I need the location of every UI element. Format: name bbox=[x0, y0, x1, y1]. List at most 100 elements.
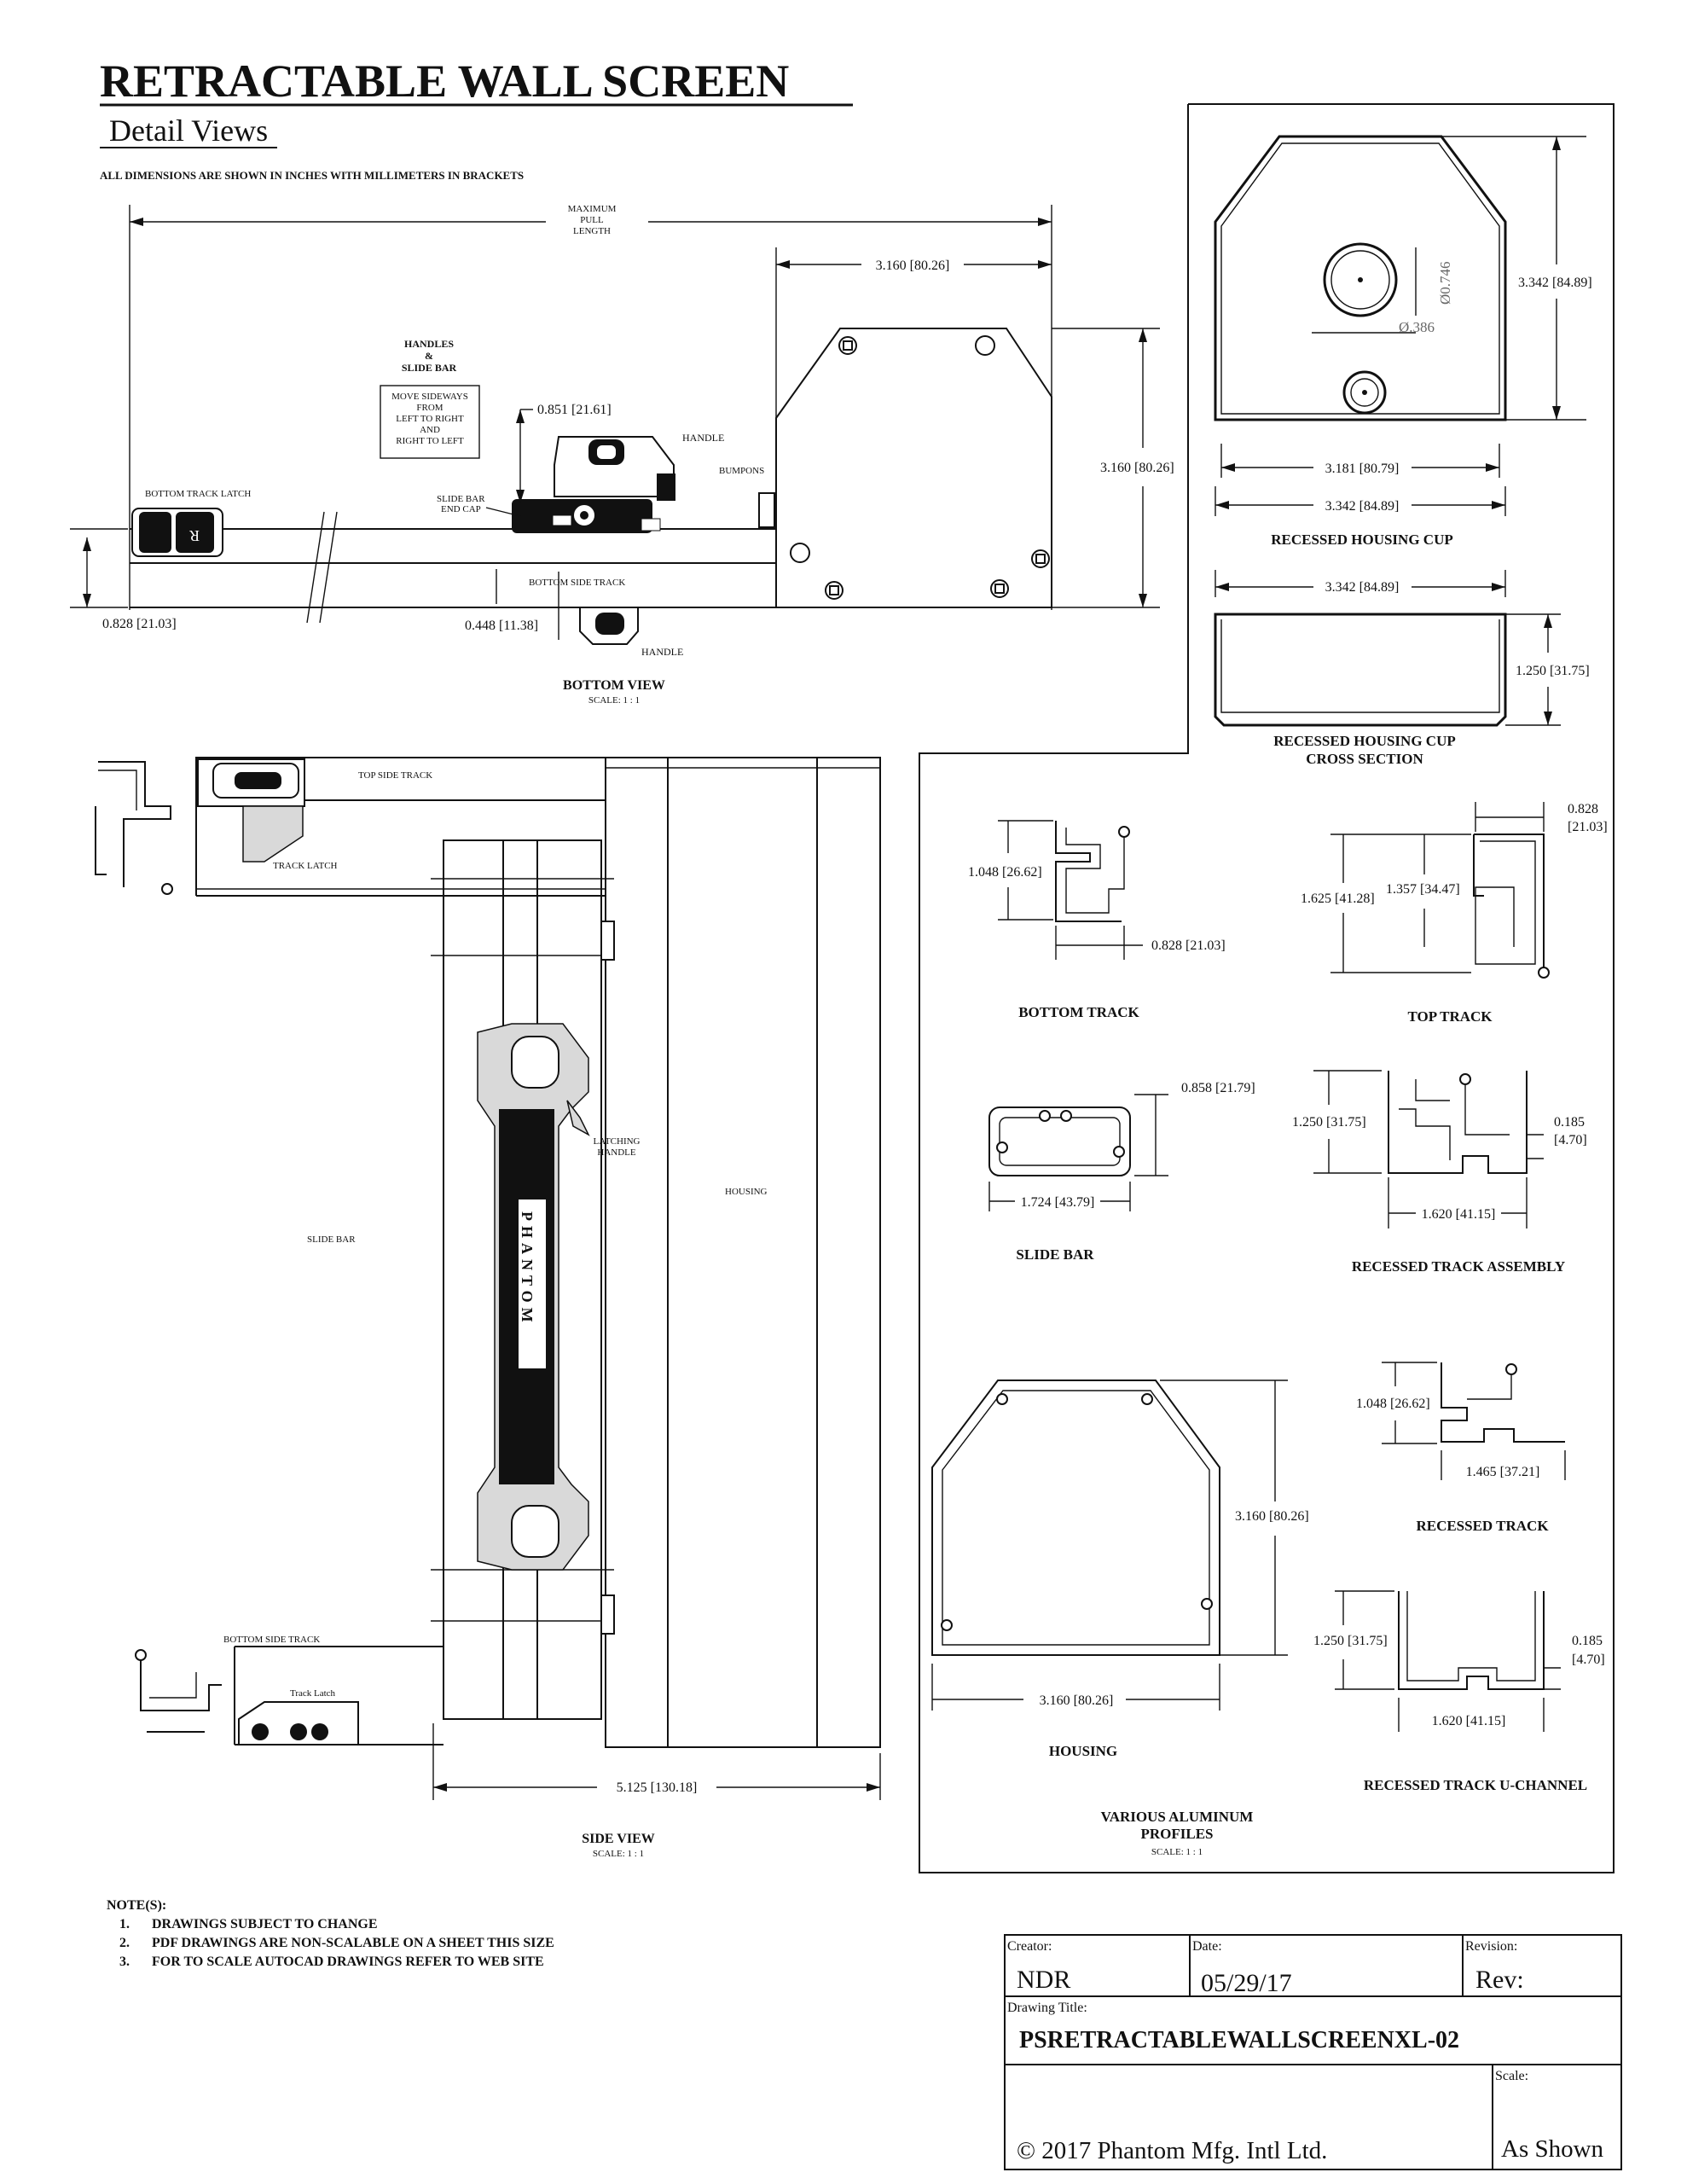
note-2-text: PDF DRAWINGS ARE NON-SCALABLE ON A SHEET… bbox=[152, 1936, 554, 1950]
dim-recessed-track-height: 1.048 [26.62] bbox=[1356, 1397, 1430, 1411]
housing-profile-caption: HOUSING bbox=[1049, 1743, 1117, 1759]
max-pull-label-line3: LENGTH bbox=[573, 226, 611, 236]
note-move-line-4: AND bbox=[420, 425, 440, 435]
date-label: Date: bbox=[1192, 1939, 1222, 1954]
dim-u-channel-width: 1.620 [41.15] bbox=[1432, 1714, 1506, 1728]
label-bottom-side-track: BOTTOM SIDE TRACK bbox=[529, 578, 625, 588]
profiles-caption-1: VARIOUS ALUMINUM bbox=[1101, 1809, 1254, 1825]
revision-label: Revision: bbox=[1465, 1939, 1517, 1954]
dim-cup-inner: 3.181 [80.79] bbox=[1325, 462, 1400, 476]
dim-recessed-assembly-lip: 0.185 bbox=[1554, 1115, 1585, 1130]
scale-value: As Shown bbox=[1501, 2135, 1604, 2163]
note-3-text: FOR TO SCALE AUTOCAD DRAWINGS REFER TO W… bbox=[152, 1955, 544, 1969]
creator-label: Creator: bbox=[1007, 1939, 1052, 1954]
profiles-scale: SCALE: 1 : 1 bbox=[1151, 1847, 1203, 1857]
dim-recessed-track-width: 1.465 [37.21] bbox=[1466, 1465, 1540, 1479]
profiles-panel-border bbox=[919, 103, 1615, 1873]
dim-housing-width-top: 3.160 [80.26] bbox=[876, 258, 950, 273]
note-move-line-3: LEFT TO RIGHT bbox=[396, 414, 464, 424]
label-slide-bar-side: SLIDE BAR bbox=[307, 1234, 356, 1245]
dim-top-track-width-mm: [21.03] bbox=[1568, 820, 1608, 834]
profile-recessed-track-assembly: 1.250 [31.75] 0.185 [4.70] 1.620 [41.15]… bbox=[1292, 1070, 1587, 1275]
label-bumpons: BUMPONS bbox=[719, 466, 764, 476]
dim-slide-bar-width: 1.724 [43.79] bbox=[1021, 1195, 1095, 1210]
dim-section-width: 3.342 [84.89] bbox=[1325, 580, 1400, 595]
note-handles-title-2: & bbox=[425, 350, 433, 362]
note-move-line-1: MOVE SIDEWAYS bbox=[391, 392, 468, 402]
dim-housing-profile-height: 3.160 [80.26] bbox=[1235, 1509, 1309, 1524]
dim-housing-profile-width: 3.160 [80.26] bbox=[1040, 1693, 1114, 1708]
bottom-view-caption: BOTTOM VIEW bbox=[563, 678, 665, 693]
recessed-assembly-caption: RECESSED TRACK ASSEMBLY bbox=[1352, 1258, 1565, 1275]
dim-hole-large: Ø0.746 bbox=[1437, 261, 1453, 305]
note-1-text: DRAWINGS SUBJECT TO CHANGE bbox=[152, 1917, 378, 1931]
drawing-title-value: PSRETRACTABLEWALLSCREENXL-02 bbox=[1019, 2027, 1459, 2053]
label-track-latch-bottom: Track Latch bbox=[290, 1688, 336, 1699]
dim-bottom-track-width: 0.828 [21.03] bbox=[1151, 938, 1226, 953]
dim-cup-height: 3.342 [84.89] bbox=[1518, 276, 1592, 290]
note-move-line-2: FROM bbox=[416, 403, 443, 413]
dim-u-channel-lip-mm: [4.70] bbox=[1572, 1653, 1605, 1667]
dim-recessed-assembly-lip-mm: [4.70] bbox=[1554, 1133, 1587, 1147]
phantom-logo-text: PHANTOM bbox=[519, 1211, 536, 1327]
label-slide-bar-end-cap-1: SLIDE BAR bbox=[437, 494, 485, 504]
note-handles-title-1: HANDLES bbox=[404, 338, 454, 350]
copyright-text: © 2017 Phantom Mfg. Intl Ltd. bbox=[1017, 2137, 1327, 2164]
u-channel-caption: RECESSED TRACK U-CHANNEL bbox=[1364, 1777, 1587, 1793]
dim-bottom-track-height: 1.048 [26.62] bbox=[968, 865, 1042, 880]
side-view-scale: SCALE: 1 : 1 bbox=[593, 1849, 644, 1859]
label-top-side-track: TOP SIDE TRACK bbox=[358, 770, 432, 781]
note-3-number: 3. bbox=[119, 1955, 130, 1969]
dim-u-channel-height: 1.250 [31.75] bbox=[1313, 1634, 1388, 1648]
label-handle-top: HANDLE bbox=[682, 432, 724, 444]
creator-value: NDR bbox=[1017, 1966, 1070, 1994]
cross-section-caption-1: RECESSED HOUSING CUP bbox=[1273, 733, 1456, 749]
note-2-number: 2. bbox=[119, 1936, 130, 1950]
dim-slide-bar-height: 0.858 [21.79] bbox=[1181, 1081, 1255, 1095]
max-pull-label-line1: MAXIMUM bbox=[568, 204, 617, 214]
profiles-caption-2: PROFILES bbox=[1140, 1826, 1213, 1842]
notes: NOTE(S): 1. DRAWINGS SUBJECT TO CHANGE 2… bbox=[107, 1898, 554, 1969]
label-housing-side: HOUSING bbox=[725, 1187, 768, 1197]
dim-handle-depth: 0.448 [11.38] bbox=[465, 619, 538, 633]
label-bottom-side-track-2: BOTTOM SIDE TRACK bbox=[223, 1635, 320, 1645]
cross-section-caption-2: CROSS SECTION bbox=[1306, 751, 1423, 767]
dim-housing-height: 3.160 [80.26] bbox=[1100, 461, 1174, 475]
drawing-title: RETRACTABLE WALL SCREEN bbox=[100, 55, 789, 107]
slide-bar-caption: SLIDE BAR bbox=[1016, 1246, 1094, 1263]
svg-text:R: R bbox=[189, 527, 200, 544]
note-move-line-5: RIGHT TO LEFT bbox=[396, 436, 464, 446]
profile-recessed-u-channel: 1.250 [31.75] 0.185 [4.70] 1.620 [41.15]… bbox=[1313, 1590, 1605, 1793]
recessed-housing-cup: Ø0.746 Ø.386 3.342 [84.89] 3.181 [80.79]… bbox=[1214, 135, 1592, 548]
profile-bottom-track: 1.048 [26.62] 0.828 [21.03] BOTTOM TRACK bbox=[968, 820, 1226, 1020]
label-handle-bottom: HANDLE bbox=[641, 646, 683, 658]
dim-section-height: 1.250 [31.75] bbox=[1516, 664, 1590, 678]
dim-track-height: 0.828 [21.03] bbox=[102, 617, 177, 631]
profile-slide-bar: 0.858 [21.79] 1.724 [43.79] SLIDE BAR bbox=[988, 1081, 1255, 1263]
bottom-track-caption: BOTTOM TRACK bbox=[1018, 1004, 1139, 1020]
notes-heading: NOTE(S): bbox=[107, 1898, 166, 1913]
dim-top-track-height: 1.625 [41.28] bbox=[1301, 892, 1375, 906]
label-latching-handle-1: LATCHING bbox=[594, 1136, 641, 1147]
housing-cup-caption: RECESSED HOUSING CUP bbox=[1271, 531, 1453, 548]
dim-hole-small: Ø.386 bbox=[1399, 319, 1435, 335]
label-slide-bar-end-cap-2: END CAP bbox=[441, 504, 481, 514]
note-1-number: 1. bbox=[119, 1917, 130, 1931]
dim-recessed-assembly-width: 1.620 [41.15] bbox=[1422, 1207, 1496, 1222]
housing-cup-cross-section: 3.342 [84.89] 1.250 [31.75] RECESSED HOU… bbox=[1214, 570, 1590, 767]
max-pull-label-line2: PULL bbox=[580, 215, 604, 225]
dimensions-note: ALL DIMENSIONS ARE SHOWN IN INCHES WITH … bbox=[100, 169, 524, 182]
scale-label: Scale: bbox=[1495, 2069, 1528, 2083]
label-track-latch-top: TRACK LATCH bbox=[273, 861, 338, 871]
profile-top-track: 0.828 [21.03] 1.625 [41.28] 1.357 [34.47… bbox=[1301, 802, 1608, 1025]
dim-top-track-inner: 1.357 [34.47] bbox=[1386, 882, 1460, 897]
dim-side-depth: 5.125 [130.18] bbox=[617, 1780, 698, 1795]
date-value: 05/29/17 bbox=[1201, 1969, 1292, 1997]
revision-value: Rev: bbox=[1475, 1966, 1524, 1994]
dim-handle-height: 0.851 [21.61] bbox=[537, 403, 612, 417]
bottom-view: MAXIMUM PULL LENGTH 3.160 [80.26] R BOTT… bbox=[70, 204, 1174, 706]
drawing-subtitle: Detail Views bbox=[109, 113, 268, 148]
note-handles-title-3: SLIDE BAR bbox=[402, 362, 457, 374]
title-block: Creator: NDR Date: 05/29/17 Revision: Re… bbox=[1004, 1934, 1622, 2170]
